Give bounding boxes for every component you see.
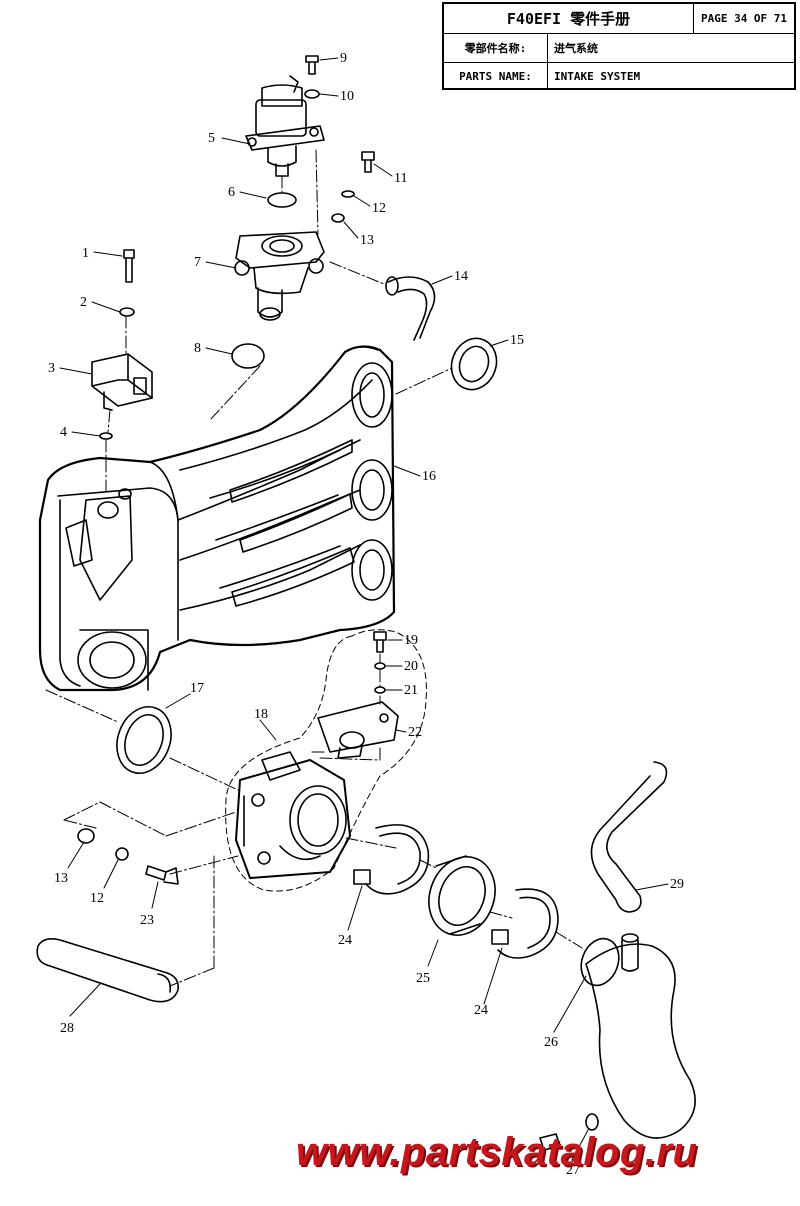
washer-2 [119,307,135,317]
callout-11: 11 [394,171,407,186]
cn-name-label: 零部件名称: [444,34,548,62]
idle-air-control-valve [245,75,325,177]
intake-silencer [580,933,696,1139]
title-row-model: F40EFI 零件手册 PAGE 34 OF 71 [444,4,794,34]
watermark: www.partskatalog.ru [296,1130,698,1174]
en-name-label: PARTS NAME: [444,63,548,90]
assembly-lines [45,149,583,987]
callout-16: 16 [422,469,436,484]
callout-22: 22 [408,725,422,740]
screw-9 [305,55,319,75]
callout-28: 28 [60,1021,74,1036]
washer-13 [331,213,345,223]
page-number: PAGE 34 OF 71 [700,12,788,25]
map-sensor [91,353,153,411]
hose-clamp-24b [491,888,559,959]
callout-9: 9 [340,51,347,66]
callout-3: 3 [48,361,55,376]
gasket-15 [450,337,498,391]
screw-11 [361,151,375,173]
gasket-17 [116,706,172,774]
hose-28 [36,938,180,1003]
callout-15: 15 [510,333,524,348]
washer-4 [99,432,113,440]
washer-20 [374,662,386,670]
callout-5: 5 [208,131,215,146]
callout-12b: 12 [90,891,104,906]
leader-lines [59,57,669,1161]
callout-labels: 1 2 3 4 5 6 7 8 9 10 11 12 13 14 15 16 1… [48,51,684,1178]
callout-24: 24 [338,933,352,948]
callout-18: 18 [254,707,268,722]
callout-14: 14 [454,269,468,284]
washer-13b [77,828,95,844]
callout-12: 12 [372,201,386,216]
o-ring-6 [267,192,297,208]
washer-21 [374,686,386,694]
bolt-1 [123,249,135,283]
iac-valve-body [234,231,325,321]
throttle-position-sensor [317,701,399,759]
washer-10 [304,89,320,99]
bolt-27 [539,1133,561,1151]
callout-13b: 13 [54,871,68,886]
intake-manifold [38,345,396,692]
callout-20: 20 [404,659,418,674]
washer-12b [115,847,129,861]
o-ring-8 [231,343,265,369]
callout-21: 21 [404,683,418,698]
callout-6: 6 [228,185,235,200]
screw-19 [373,631,387,653]
callout-26: 26 [544,1035,558,1050]
callout-8: 8 [194,341,201,356]
callout-7: 7 [194,255,201,270]
hose-clamp-24a [353,824,430,895]
cn-name-value: 进气系统 [554,42,598,55]
callout-25: 25 [416,971,430,986]
washer-12 [341,190,355,198]
en-name-value: INTAKE SYSTEM [554,70,641,83]
callout-1: 1 [82,246,89,261]
hose-29 [590,761,668,913]
callout-4: 4 [60,425,67,440]
callout-17: 17 [190,681,204,696]
callout-24b: 24 [474,1003,488,1018]
washer-27 [585,1113,599,1131]
title-row-cn-name: 零部件名称: 进气系统 [444,34,794,63]
callout-13: 13 [360,233,374,248]
callout-23: 23 [140,913,154,928]
title-block: F40EFI 零件手册 PAGE 34 OF 71 零部件名称: 进气系统 PA… [442,2,796,90]
small-hose [387,276,436,341]
coupling-25 [428,855,496,936]
callout-2: 2 [80,295,87,310]
throttle-body [235,751,351,879]
subassembly-outline [225,629,427,892]
bolt-23 [145,865,179,885]
callout-19: 19 [404,633,418,648]
callout-29: 29 [670,877,684,892]
callout-27: 27 [566,1163,580,1178]
model-title: F40EFI 零件手册 [444,4,694,33]
title-row-en-name: PARTS NAME: INTAKE SYSTEM [444,63,794,90]
callout-10: 10 [340,89,354,104]
